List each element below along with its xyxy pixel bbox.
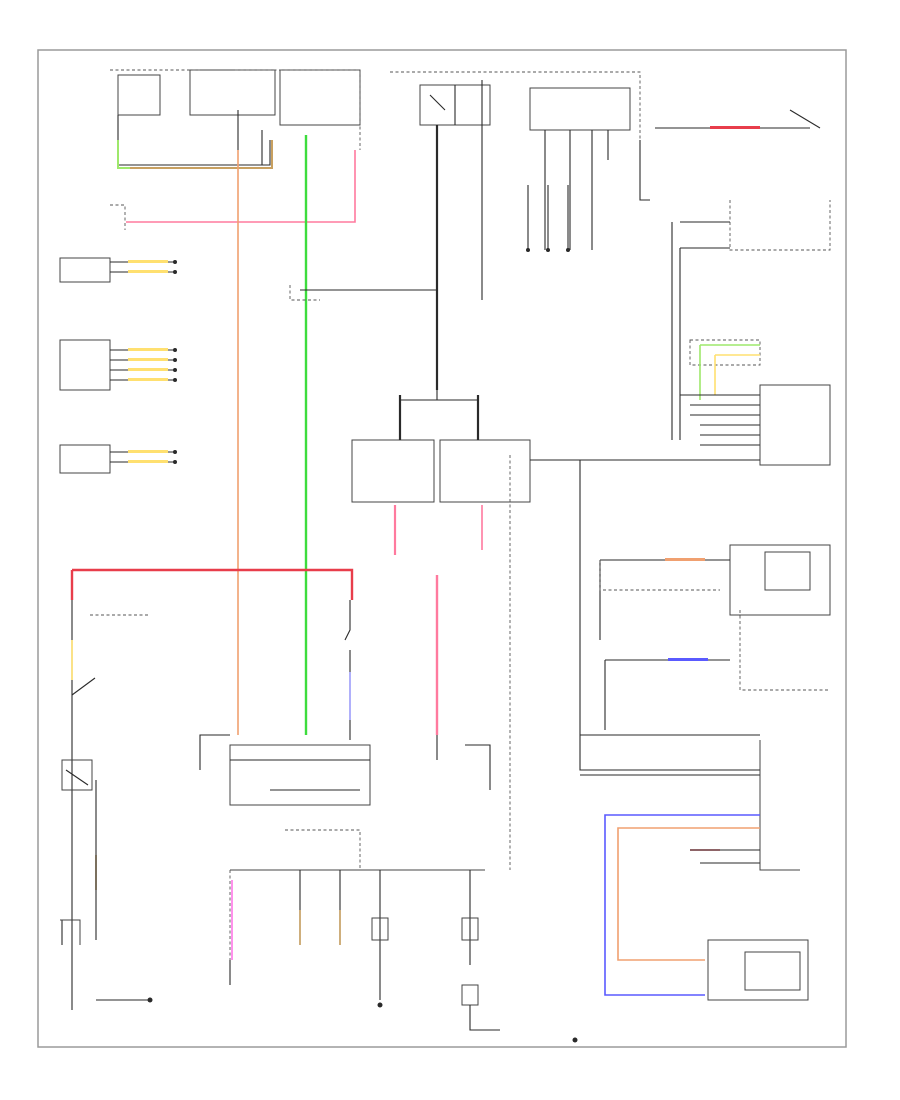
top-left-components: [110, 69, 361, 166]
center-lower-components: [199, 505, 491, 806]
right-module-block: [509, 200, 831, 870]
top-right-switch: [789, 109, 821, 129]
bottom-switch-lower: [461, 984, 479, 1006]
tire-pressure-module: [59, 257, 111, 283]
seat-heater-switch-box: [529, 87, 631, 131]
power-seat-module-right: [439, 439, 531, 503]
dot: [173, 358, 177, 362]
occupant-sensor-module: [59, 339, 111, 391]
wire-light-green-top: [117, 140, 200, 169]
left-chain-switch: [71, 677, 96, 696]
dot: [173, 348, 177, 352]
bottom-dashed: [229, 829, 361, 970]
lead-yellow-2: [128, 270, 168, 273]
top-left-wire-a: [117, 115, 271, 166]
lead-yellow-4: [128, 358, 168, 361]
seat-sensor-box: [729, 544, 831, 616]
top-right-components: [526, 87, 821, 252]
right-lower-connector: [759, 740, 800, 871]
center-right-bus: [530, 459, 760, 771]
dot: [173, 450, 177, 454]
right-connector-block: [759, 384, 831, 466]
connector-drops: [527, 185, 569, 250]
right-lower-bus: [580, 734, 760, 776]
dot: [173, 270, 177, 274]
left-chain-box: [60, 919, 81, 945]
orange-loop: [617, 827, 760, 961]
dot: [173, 460, 177, 464]
blue-lead: [668, 658, 708, 661]
seat-sensor-inner: [764, 551, 811, 591]
top-right-wire: [639, 127, 810, 201]
trunk-branch: [399, 390, 479, 440]
left-chain-module: [61, 759, 93, 791]
seat-sensor-leads: [599, 559, 730, 640]
junction-box-top: [279, 69, 361, 126]
power-supply-feed: [199, 734, 230, 770]
power-supply-divider: [230, 759, 370, 791]
diagram-frame: [37, 49, 847, 1048]
lead-yellow-7: [128, 450, 168, 453]
ground-dot: [377, 1002, 383, 1008]
blue-loop: [604, 814, 760, 996]
top-left-dashed-frame: [110, 69, 361, 150]
top-center-components: [300, 71, 641, 503]
bottom-switch-right: [461, 917, 479, 941]
lower-right-inner: [744, 951, 801, 991]
wire-tan-top: [130, 140, 273, 169]
bottom-wires: [299, 870, 471, 1000]
relay-box-center: [189, 69, 276, 116]
dot: [173, 378, 177, 382]
lead-yellow-3: [128, 348, 168, 351]
dashed-connector: [599, 560, 720, 591]
power-seat-module-left: [351, 439, 435, 503]
right-module-dashed: [729, 200, 831, 251]
right-sensor-modules: [580, 544, 831, 871]
sensor-colored-frame: [689, 339, 761, 366]
dot: [173, 368, 177, 372]
lead-yellow-8: [128, 460, 168, 463]
lead-yellow-1: [128, 260, 168, 263]
power-supply-circuit: [229, 744, 371, 806]
seat-heater-leads: [544, 130, 609, 250]
right-connector-wires: [680, 394, 760, 446]
headlamp-module: [59, 444, 111, 474]
dashed-connector: [739, 610, 830, 691]
dashed-connectors: [90, 204, 830, 691]
main-relay-switch: [429, 85, 456, 125]
bottom-components: [96, 829, 578, 1043]
lead-yellow-5: [128, 368, 168, 371]
red-lead-top-right: [710, 126, 760, 129]
left-chain: [60, 568, 354, 1010]
lead-yellow-6: [128, 378, 168, 381]
light-green-lead: [699, 344, 760, 400]
left-side-modules: [59, 257, 175, 474]
left-chain-module-diag: [65, 769, 89, 786]
dot: [173, 260, 177, 264]
connector-dots: [173, 260, 177, 464]
sensor-stub: [465, 744, 491, 790]
lower-right-leads: [690, 849, 760, 864]
bottom-switch-left: [371, 917, 389, 941]
left-chain-connector: [61, 780, 97, 945]
dashed-connector: [289, 285, 320, 301]
ground-stubs: [96, 960, 231, 1001]
orange-lead: [665, 558, 705, 561]
lower-right-loops: [604, 814, 809, 1001]
dashed-connector: [110, 204, 126, 230]
right-module-wires: [671, 221, 730, 440]
yellow-lead: [714, 354, 760, 395]
seat-sensor-leads-2: [604, 659, 730, 730]
colored-wires-top-left: [117, 135, 356, 735]
red-horizontal: [72, 568, 354, 600]
lower-right-module: [707, 939, 809, 1001]
ground-dot: [572, 1037, 578, 1043]
bottom-feed: [469, 1005, 500, 1031]
top-center-dashed: [390, 71, 641, 140]
relay-box-left: [117, 74, 161, 116]
wire-pink-top: [126, 150, 356, 223]
occupant-sensor-leads: [110, 349, 175, 381]
